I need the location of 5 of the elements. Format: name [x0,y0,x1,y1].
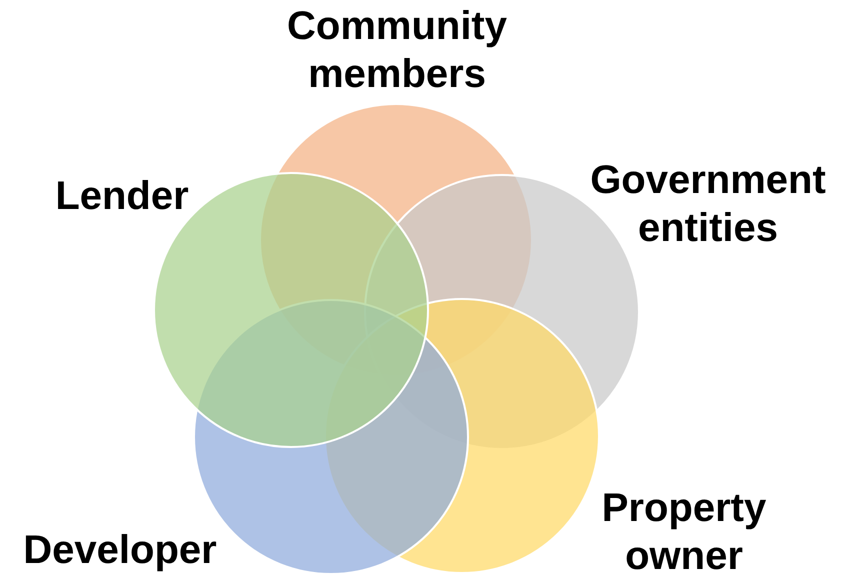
circle-label: Community members [286,3,508,98]
circle-label: Government entities [589,157,827,252]
circle-label: Lender [55,173,189,220]
circle-label: Property owner [600,485,768,576]
circle-label: Developer [23,527,217,574]
